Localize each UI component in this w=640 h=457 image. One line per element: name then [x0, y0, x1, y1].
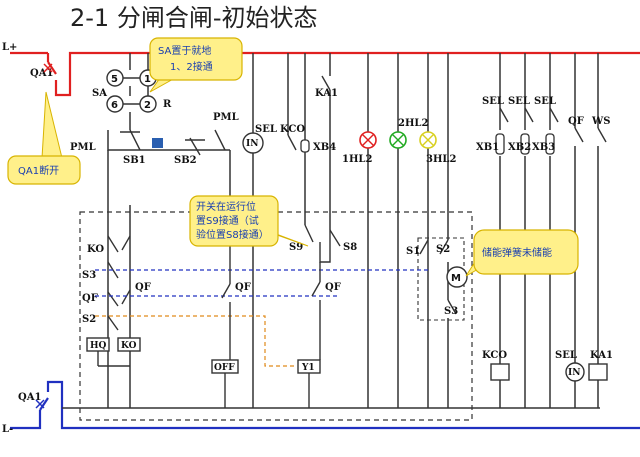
- bus-label-bottom: L-: [2, 424, 13, 435]
- qa1-callout: [7, 155, 81, 185]
- sel-right-1: SEL: [482, 96, 504, 107]
- r-label: R: [163, 99, 172, 110]
- xb2-icon: [520, 133, 530, 155]
- hl2-lamp-icon: [389, 131, 407, 149]
- ka1-label-top: KA1: [315, 88, 338, 99]
- s3-left-label: S3: [82, 270, 96, 281]
- sb2-button: [185, 129, 226, 156]
- coil-y1-label: Y1: [301, 363, 315, 373]
- spring-callout: [473, 229, 579, 275]
- sb1-button: [120, 129, 141, 151]
- xb1-icon: [495, 133, 505, 155]
- sa-contact-1: 1: [144, 74, 151, 85]
- ka1-label-bottom: KA1: [590, 350, 613, 361]
- s8-label: S8: [343, 242, 357, 253]
- hl1-lamp-icon: [359, 131, 377, 149]
- qa1-callout-text: QA1断开: [18, 164, 59, 177]
- s3-right-label: S3: [444, 306, 458, 317]
- top-bus: [10, 51, 640, 97]
- s9-callout-line-2: 置S9接通（试: [196, 214, 259, 227]
- qf-left-label: QF: [82, 293, 98, 304]
- page-title: 2-1 分闸合闸-初始状态: [70, 4, 318, 32]
- qa1-label-bottom: QA1: [18, 392, 41, 403]
- sb2-label: SB2: [174, 155, 197, 166]
- mechanical-links: [95, 269, 430, 297]
- s9-label: S9: [289, 242, 303, 253]
- sa-callout: [149, 37, 243, 81]
- hl3-label: 3HL2: [426, 154, 456, 165]
- coil-wires: [97, 351, 310, 408]
- sb-indicator-icon: [152, 138, 163, 148]
- qf-right-label: QF: [568, 116, 584, 127]
- kco-label-top: KCO: [280, 124, 305, 135]
- xb4-icon: [300, 139, 310, 153]
- ka1-coil: [588, 363, 608, 381]
- kco-contact: [287, 134, 297, 151]
- sb1-label: SB1: [123, 155, 146, 166]
- s2-right-label: S2: [436, 244, 450, 255]
- qf-label-right: QF: [325, 282, 341, 293]
- sa-callout-line-1: SA置于就地: [158, 44, 211, 57]
- motor-icon: [446, 266, 468, 288]
- s9-callout-line-1: 开关在运行位: [196, 200, 256, 213]
- s2-left-label: S2: [82, 314, 96, 325]
- sel-lamp-label: SEL: [255, 124, 277, 135]
- mechanism-box: [79, 211, 473, 421]
- sel-label-bottom: SEL: [555, 350, 577, 361]
- xb2-label: XB2: [508, 142, 531, 153]
- kco-coil: [490, 363, 510, 381]
- sel-right-2: SEL: [508, 96, 530, 107]
- qa1-contact-top: [43, 63, 53, 73]
- feeder-wires: [107, 53, 599, 408]
- xb3-icon: [545, 133, 555, 155]
- qf-ws-contacts: [574, 127, 607, 143]
- in-label-bottom: IN: [568, 368, 580, 378]
- kco-label-bottom: KCO: [482, 350, 507, 361]
- s9-callout-line-3: 验位置S8接通）: [196, 228, 269, 241]
- motor-label: M: [451, 273, 461, 284]
- qf-left-label-2: QF: [135, 282, 151, 293]
- sa-label: SA: [92, 88, 107, 99]
- xb1-label: XB1: [476, 142, 499, 153]
- s9-s8-contacts: [304, 224, 341, 360]
- s9-callout: [189, 195, 279, 247]
- qa1-callout-pointer: [41, 91, 63, 159]
- xb3-label: XB3: [532, 142, 555, 153]
- coil-off-label: OFF: [214, 363, 235, 373]
- sa-contact-5: 5: [111, 74, 118, 85]
- sel-right-contacts: [499, 107, 559, 123]
- sa-contact-6: 6: [111, 100, 118, 111]
- hl3-lamp-icon: [419, 131, 437, 149]
- pml-label-left: PML: [70, 142, 96, 153]
- xb4-label: XB4: [313, 142, 336, 153]
- in-lamp-icon: [242, 132, 264, 154]
- qa1-contact-bottom: [35, 399, 45, 409]
- sa-contacts: [106, 69, 157, 113]
- hl1-label: 1HL2: [342, 154, 372, 165]
- coil-ko: [117, 337, 141, 352]
- ko-contact-label: KO: [87, 244, 104, 255]
- orange-link: [95, 315, 296, 367]
- spring-contacts: [419, 239, 457, 315]
- sel-right-3: SEL: [534, 96, 556, 107]
- sa-contact-2: 2: [144, 100, 151, 111]
- bottom-bus: [10, 380, 640, 430]
- coil-hq-label: HQ: [90, 341, 107, 351]
- pml-label-right: PML: [213, 112, 239, 123]
- qf-label-center: QF: [235, 282, 251, 293]
- in-lamp-label: IN: [246, 139, 258, 149]
- spring-callout-text: 储能弹簧未储能: [482, 246, 552, 259]
- bus-label-top: L+: [2, 42, 17, 53]
- ws-label: WS: [591, 116, 610, 127]
- hl2-label: 2HL2: [398, 118, 428, 129]
- s1-label: S1: [406, 246, 420, 257]
- sa-callout-line-2: 1、2接通: [170, 60, 213, 73]
- coil-ko-label: KO: [121, 341, 137, 351]
- qa1-label-top: QA1: [30, 68, 53, 79]
- ka1-contact: [321, 75, 331, 91]
- in-lamp-bottom-icon: [565, 362, 585, 382]
